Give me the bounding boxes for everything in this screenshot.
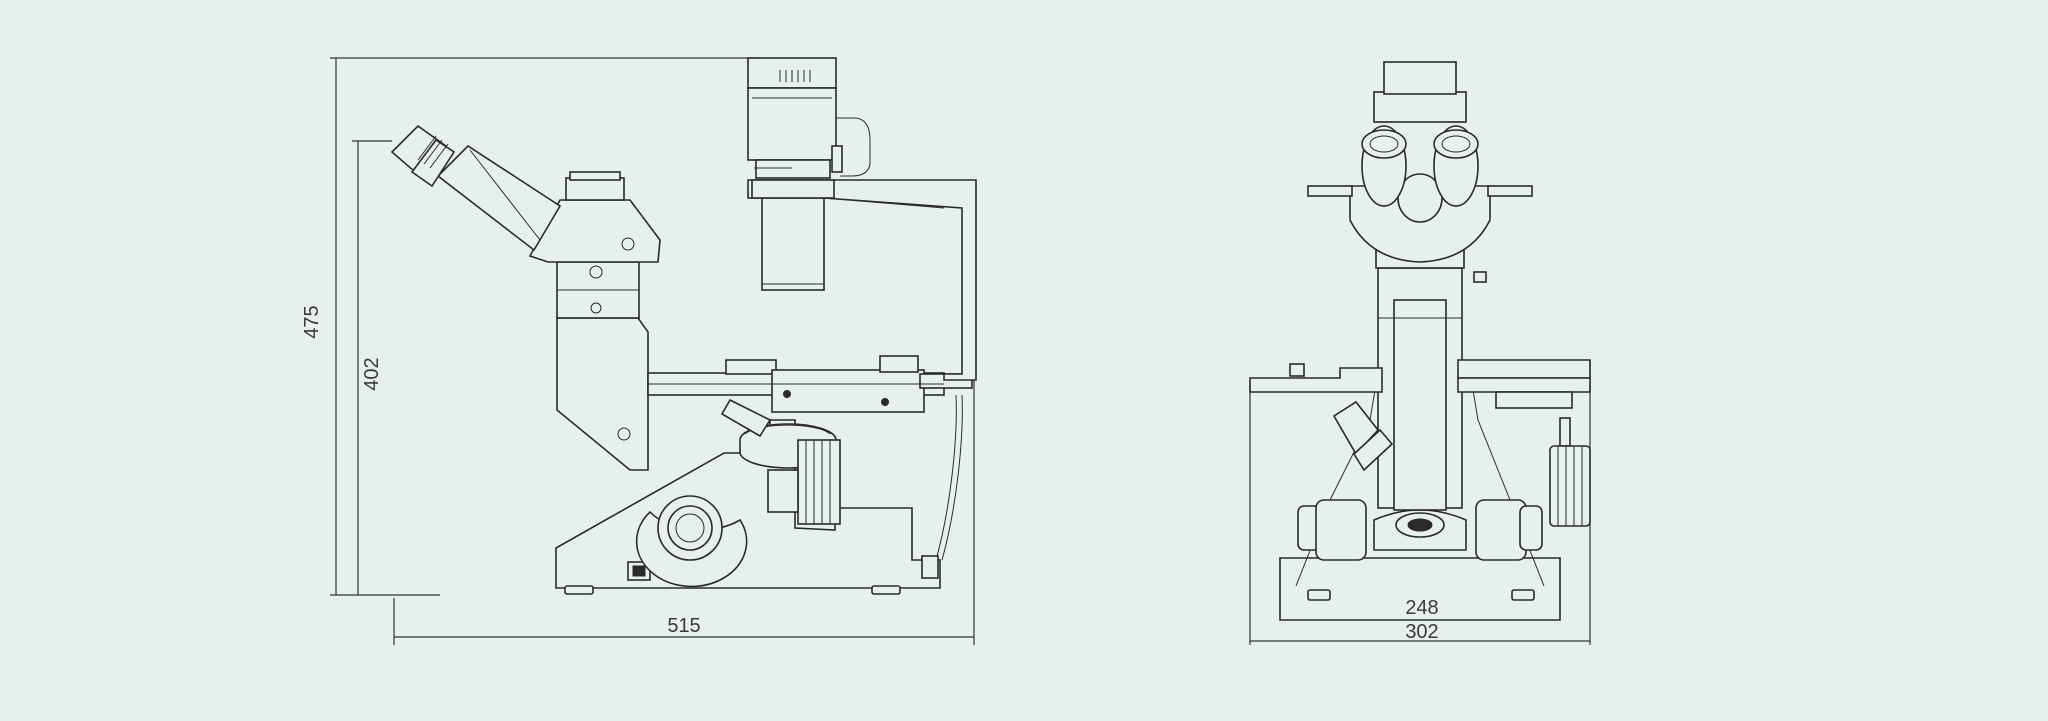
side-focus-arc	[635, 495, 748, 588]
front-head	[1307, 61, 1533, 283]
microscope-side-view	[330, 57, 977, 645]
dim-width-base-label: 248	[1405, 597, 1438, 619]
side-column	[556, 317, 649, 471]
front-base	[1279, 359, 1561, 621]
lamp-vent-grille	[779, 70, 811, 82]
side-head	[390, 124, 661, 319]
dim-height-total-label: 475	[301, 305, 323, 338]
front-column	[1377, 267, 1463, 511]
dim-width-total-label: 302	[1405, 621, 1438, 643]
microscope-front-view	[1249, 61, 1591, 645]
side-stage	[647, 355, 973, 413]
dim-height-eyepiece-label: 402	[361, 357, 383, 390]
front-stage	[1249, 359, 1591, 527]
dim-width-side-label: 515	[667, 615, 700, 637]
side-focus-knob	[720, 398, 841, 525]
side-lamp-housing	[747, 57, 871, 291]
front-focus-knobs	[1297, 499, 1543, 561]
